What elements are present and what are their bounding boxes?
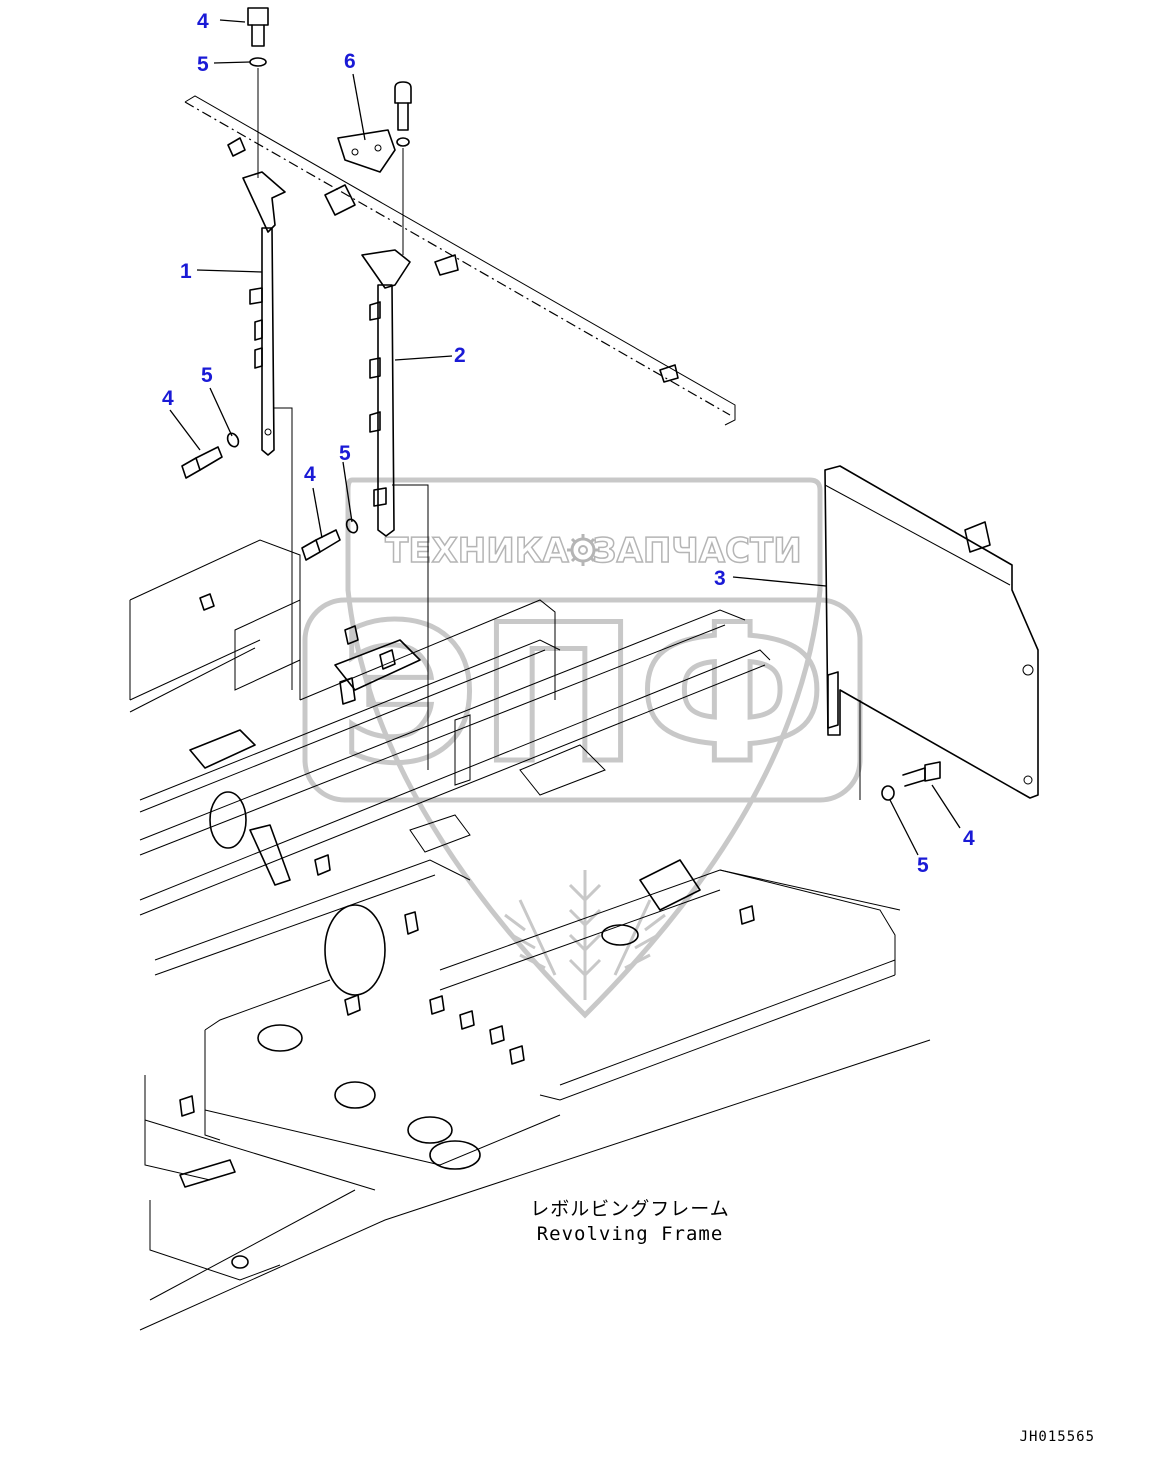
stay-part-2 [361,249,429,770]
callout-5-left: 5 [201,364,213,387]
leader-lines [169,19,961,856]
callout-5-right: 5 [917,854,929,877]
watermark-left-text: ТЕХНИКА [385,531,569,571]
callout-4-right: 4 [963,827,975,850]
bracket-part-6 [337,81,412,255]
gear-icon [567,534,599,566]
bolt-right [859,700,941,801]
watermark: ЭПФ ТЕХНИКА ЗАПЧАСТИ [302,477,863,1019]
watermark-emblem: ЭПФ [340,584,827,805]
bolt-top [247,7,269,178]
callout-6: 6 [344,50,356,73]
bolt-left [181,432,240,479]
bolt-middle [301,518,359,561]
callout-5-middle: 5 [339,442,351,465]
watermark-shield [345,477,823,1019]
revolving-frame [129,539,931,1331]
caption-english: Revolving Frame [537,1223,724,1245]
callout-3: 3 [714,567,726,590]
drawing-code: JH015565 [1020,1429,1095,1445]
caption-japanese: レボルビングフレーム [530,1198,729,1220]
stay-part-1 [242,171,293,690]
callout-5-top: 5 [197,53,209,76]
callout-1: 1 [180,260,192,283]
callout-4-left: 4 [162,387,174,410]
callouts: 1 2 3 4 5 6 4 5 4 5 4 5 [162,10,975,877]
cover-plate-part-3 [824,465,1039,799]
upper-rail [184,95,736,426]
watermark-right-text: ЗАПЧАСТИ [592,531,801,571]
callout-4-middle: 4 [304,463,316,486]
watermark-wheat [504,870,666,1000]
callout-4-top: 4 [197,10,209,33]
callout-2: 2 [454,344,466,367]
